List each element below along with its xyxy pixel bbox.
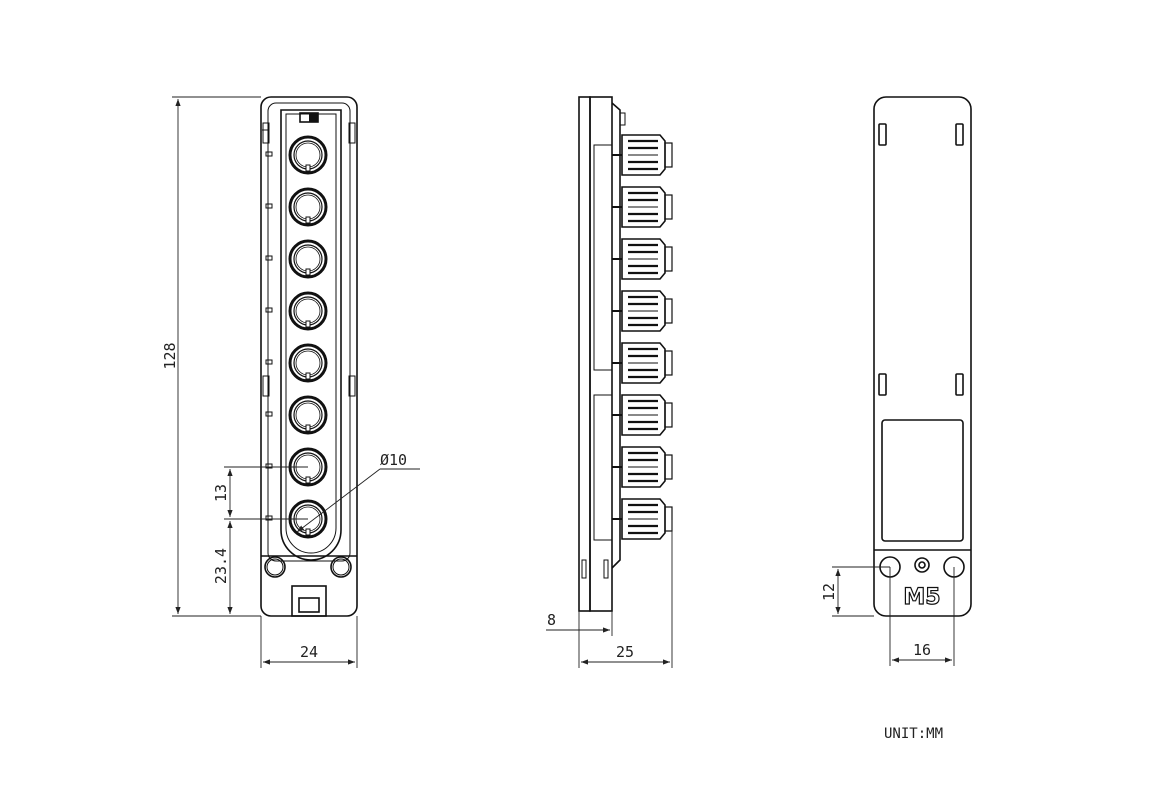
- base-plate: [578, 96, 591, 612]
- side-recess-bottom: [593, 394, 613, 541]
- connector-side: [612, 498, 673, 540]
- side-led: [619, 112, 626, 126]
- pin-marker: [265, 463, 273, 469]
- dim-diameter-leader: [296, 468, 381, 533]
- side-clip: [581, 559, 587, 579]
- back-view: M5 12 16: [820, 96, 972, 666]
- connector: [288, 135, 328, 175]
- dim-hole-spacing-label: 16: [913, 641, 931, 659]
- clip-mid-right: [348, 375, 356, 397]
- connector-side: [612, 134, 673, 176]
- side-clip: [603, 559, 609, 579]
- front-layer: [589, 96, 613, 612]
- side-recess-top: [593, 144, 613, 371]
- connector: [288, 343, 328, 383]
- connector-panel-inner: [285, 113, 337, 554]
- connector-side: [612, 446, 673, 488]
- side-view: 8 25: [546, 96, 673, 668]
- dim-hole-offset-label: 12: [820, 583, 838, 601]
- status-led-fill: [309, 113, 318, 122]
- connector: [288, 239, 328, 279]
- dim-width-label: 24: [300, 643, 318, 661]
- connector-side: [612, 290, 673, 332]
- pin-marker: [265, 151, 273, 157]
- connector-side: [612, 186, 673, 228]
- pin-marker: [265, 359, 273, 365]
- mount-hole-left-inner: [266, 558, 284, 576]
- back-slot: [955, 373, 964, 396]
- clip-top-right: [348, 122, 356, 144]
- dim-thickness-label: 8: [547, 611, 556, 629]
- connector-panel: [280, 109, 342, 561]
- pin-marker: [265, 203, 273, 209]
- connector-side: [612, 238, 673, 280]
- connector-side: [612, 342, 673, 384]
- dim-diameter-label: Ø10: [380, 451, 407, 469]
- mount-hole-right-inner: [332, 558, 350, 576]
- grove-port-inner: [298, 597, 320, 613]
- m5-logo: M5: [903, 585, 940, 610]
- front-view: 128 13 23.4 24 Ø10: [161, 96, 420, 668]
- dim-depth-label: 25: [616, 643, 634, 661]
- screw-hole-inner: [918, 561, 926, 569]
- side-step: [611, 102, 621, 569]
- side-connectors: [612, 134, 673, 540]
- pin-marker: [265, 307, 273, 313]
- unit-label: UNIT:MM: [884, 726, 943, 742]
- pin-marker: [265, 255, 273, 261]
- back-slot: [878, 123, 887, 146]
- screw-hole: [914, 557, 930, 573]
- front-connectors: [265, 135, 328, 539]
- mount-hole-left: [264, 556, 286, 578]
- clip-mid-left: [262, 375, 270, 397]
- dim-height-label: 128: [161, 342, 179, 369]
- mount-hole-right: [330, 556, 352, 578]
- connector: [288, 187, 328, 227]
- back-body-outline: [873, 96, 972, 617]
- connector: [288, 291, 328, 331]
- connector-side: [612, 394, 673, 436]
- dim-bottom-label: 23.4: [212, 548, 230, 584]
- back-slot: [955, 123, 964, 146]
- clip-top-left: [262, 122, 270, 144]
- front-rim: [267, 102, 351, 562]
- connector: [288, 395, 328, 435]
- back-slot: [878, 373, 887, 396]
- label-window: [881, 419, 964, 542]
- pin-marker: [265, 411, 273, 417]
- pin-marker: [265, 515, 273, 521]
- grove-port: [291, 585, 327, 617]
- dim-pitch-label: 13: [212, 484, 230, 502]
